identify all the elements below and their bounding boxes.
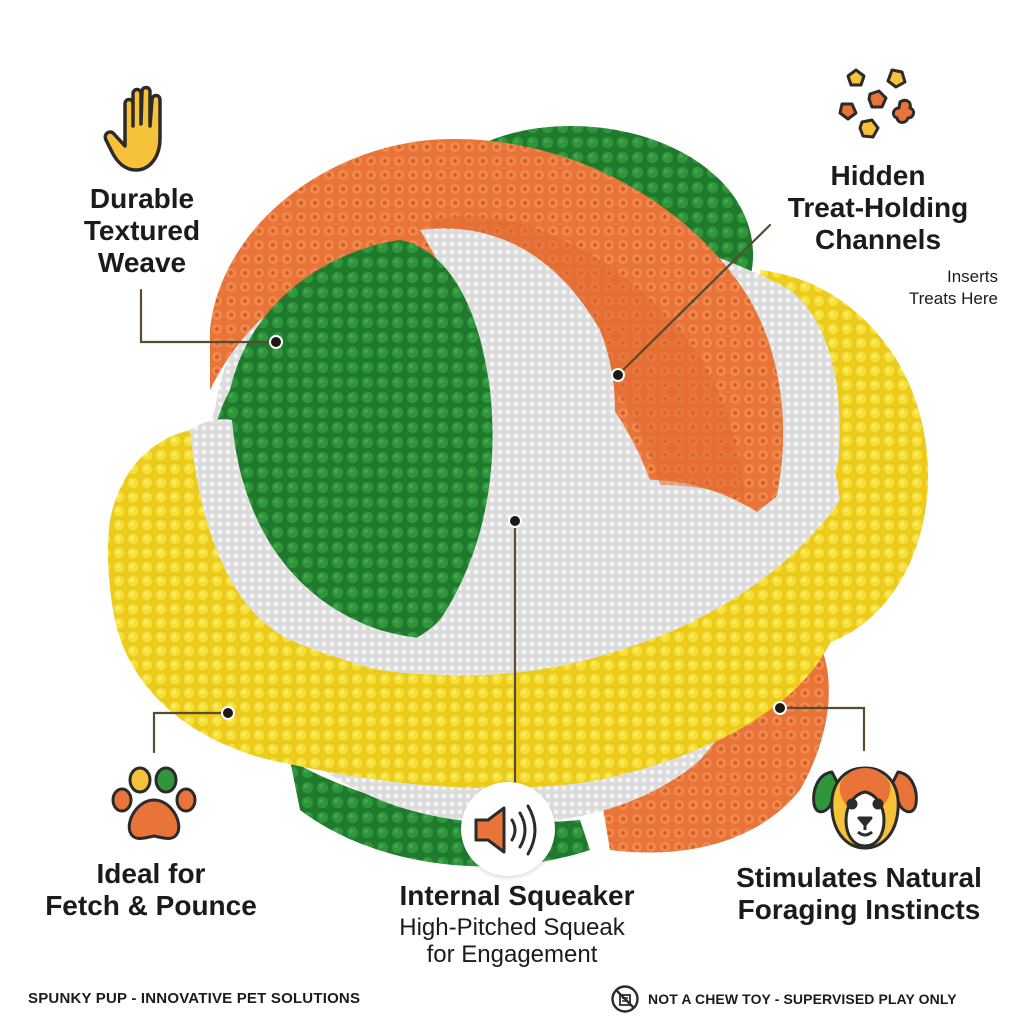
- squeaker-title: Internal Squeaker: [399, 880, 635, 911]
- leader-treat: [616, 223, 772, 377]
- yellow-segment-band: [107, 430, 858, 789]
- warning-text: NOT A CHEW TOY - SUPERVISED PLAY ONLY: [648, 991, 957, 1007]
- brand-footer: SPUNKY PUP - INNOVATIVE PET SOLUTIONS: [28, 990, 361, 1007]
- durable-title: Durable Textured Weave: [83, 183, 201, 278]
- treat-note: Inserts Treats Here: [908, 267, 998, 308]
- squeaker-sub: High-Pitched Squeak for Engagement: [399, 914, 625, 968]
- dog-face-icon: [812, 766, 918, 850]
- speaker-icon: [474, 804, 537, 856]
- hand-icon: [103, 85, 162, 172]
- paw-icon: [111, 766, 197, 840]
- foraging-title: Stimulates Natural Foraging Instincts: [736, 862, 982, 925]
- leader-dots: [221, 335, 787, 720]
- mesh-strip: [190, 419, 840, 676]
- treat-title: Hidden Treat-Holding Channels: [787, 160, 969, 255]
- mesh-fold-center: [420, 228, 615, 500]
- treats-icon: [838, 68, 916, 139]
- leader-foraging: [778, 706, 866, 752]
- leader-durable: [139, 288, 278, 344]
- no-chew-icon: [611, 985, 639, 1013]
- warning-footer: NOT A CHEW TOY - SUPERVISED PLAY ONLY: [610, 984, 957, 1014]
- leader-fetch: [152, 711, 230, 754]
- fetch-title: Ideal for Fetch & Pounce: [45, 858, 257, 921]
- leader-lines: [139, 223, 866, 790]
